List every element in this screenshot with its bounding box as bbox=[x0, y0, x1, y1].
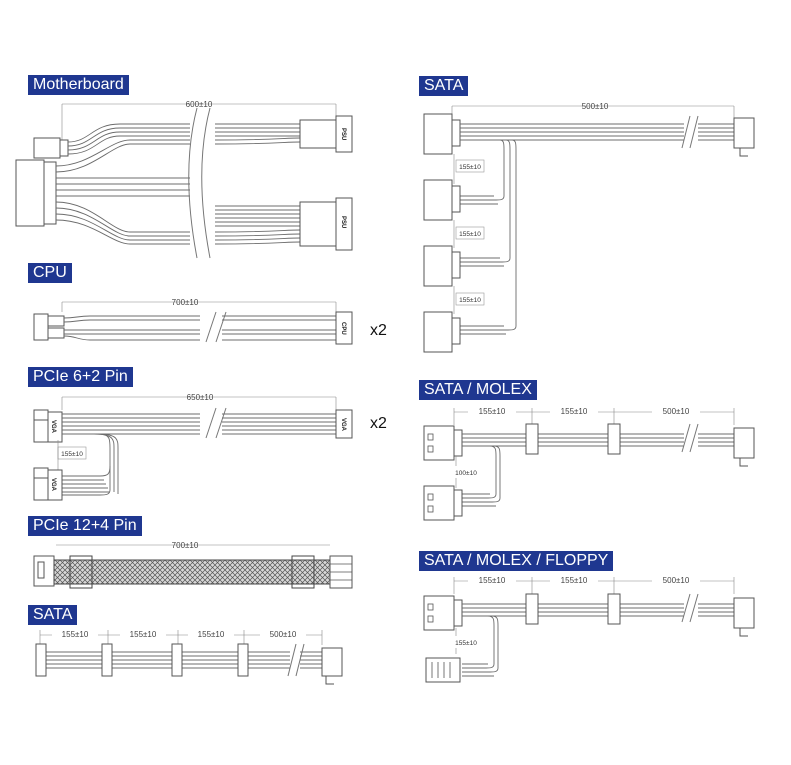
sata-left-connector-3 bbox=[171, 643, 183, 677]
sata-right-cable: 500±10 155±10 155±10 155±10 bbox=[423, 102, 755, 353]
motherboard-4pin-connector bbox=[33, 137, 61, 159]
sata-molex-seg3: 500±10 bbox=[663, 407, 690, 416]
motherboard-cable: 600±10 PSU P bbox=[15, 100, 353, 259]
smf-sata-connector-2 bbox=[607, 593, 621, 625]
smf-seg3: 500±10 bbox=[663, 576, 690, 585]
sata-left-psu-connector bbox=[321, 647, 343, 677]
sata-right-connector-3 bbox=[423, 245, 453, 287]
sata-right-split-2: 155±10 bbox=[459, 231, 481, 238]
pcie62-top-connector bbox=[47, 411, 63, 443]
motherboard-title: Motherboard bbox=[28, 75, 129, 95]
pcie124-title: PCIe 12+4 Pin bbox=[28, 516, 142, 536]
pcie62-cable: 650±10 VGA 155±10 VGA VGA x2 bbox=[33, 393, 387, 501]
sata-left-seg4: 500±10 bbox=[270, 630, 297, 639]
sata-molex-title: SATA / MOLEX bbox=[419, 380, 537, 400]
sata-molex-sata-connector-2 bbox=[607, 423, 621, 455]
smf-seg1: 155±10 bbox=[479, 576, 506, 585]
pcie62-split-length: 155±10 bbox=[61, 451, 83, 458]
sata-right-split-1: 155±10 bbox=[459, 164, 481, 171]
sata-left-connector-2 bbox=[101, 643, 113, 677]
sata-left-cable: 155±10 155±10 155±10 500±10 bbox=[35, 628, 343, 685]
smf-branch-length: 155±10 bbox=[455, 640, 477, 647]
sata-left-seg1: 155±10 bbox=[62, 630, 89, 639]
sata-left-connector-4 bbox=[237, 643, 249, 677]
sata-left-seg2: 155±10 bbox=[130, 630, 157, 639]
sata-molex-seg1: 155±10 bbox=[479, 407, 506, 416]
svg-text:PSU: PSU bbox=[340, 216, 346, 228]
motherboard-24pin-connector bbox=[15, 159, 45, 227]
sata-left-connector-1 bbox=[35, 643, 47, 677]
sata-right-connector-2 bbox=[423, 179, 453, 221]
cpu-cable: 700±10 CPU x2 bbox=[33, 298, 387, 345]
pcie124-length: 700±10 bbox=[172, 541, 199, 550]
sata-right-connector-1 bbox=[423, 113, 453, 155]
motherboard-length: 600±10 bbox=[186, 100, 213, 109]
sata-molex-cable: 155±10 155±10 500±10 100±10 bbox=[423, 405, 755, 521]
pcie62-multiplier: x2 bbox=[370, 415, 387, 432]
pcie62-length: 650±10 bbox=[187, 393, 214, 402]
sata-molex-molex-connector-1 bbox=[423, 425, 455, 461]
sata-molex-sata-connector-1 bbox=[525, 423, 539, 455]
sata-molex-branch-length: 100±10 bbox=[455, 470, 477, 477]
sata-molex-floppy-cable: 155±10 155±10 500±10 155±10 bbox=[423, 574, 755, 683]
sata-molex-molex-connector-2 bbox=[423, 485, 455, 521]
svg-text:CPU: CPU bbox=[340, 322, 346, 335]
pcie62-bottom-connector bbox=[47, 469, 63, 501]
svg-text:VGA: VGA bbox=[340, 418, 346, 432]
smf-molex-connector bbox=[423, 595, 455, 631]
sata-right-length: 500±10 bbox=[582, 102, 609, 111]
sata-left-seg3: 155±10 bbox=[198, 630, 225, 639]
sata-right-connector-4 bbox=[423, 311, 453, 353]
pcie62-title: PCIe 6+2 Pin bbox=[28, 367, 133, 387]
motherboard-psu-connector-lower bbox=[335, 197, 353, 251]
sata-left-title: SATA bbox=[28, 605, 78, 625]
pcie62-vga-connector bbox=[335, 409, 353, 439]
sata-right-split-3: 155±10 bbox=[459, 297, 481, 304]
sata-right-psu-connector bbox=[733, 117, 755, 149]
motherboard-psu-connector-upper bbox=[335, 115, 353, 153]
cpu-length: 700±10 bbox=[172, 298, 199, 307]
cpu-connector bbox=[335, 311, 353, 345]
svg-text:VGA: VGA bbox=[50, 478, 56, 492]
smf-sata-connector-1 bbox=[525, 593, 539, 625]
svg-text:VGA: VGA bbox=[50, 420, 56, 434]
sata-molex-psu-connector bbox=[733, 427, 755, 459]
cpu-eps-left-connector bbox=[33, 313, 49, 341]
sata-molex-seg2: 155±10 bbox=[561, 407, 588, 416]
smf-seg2: 155±10 bbox=[561, 576, 588, 585]
sata-molex-floppy-title: SATA / MOLEX / FLOPPY bbox=[419, 551, 614, 571]
smf-psu-connector bbox=[733, 597, 755, 629]
cpu-multiplier: x2 bbox=[370, 322, 387, 339]
sata-right-title: SATA bbox=[419, 76, 469, 96]
pcie124-cable: 700±10 bbox=[33, 541, 353, 589]
cpu-title: CPU bbox=[28, 263, 72, 283]
svg-text:PSU: PSU bbox=[340, 128, 346, 140]
smf-floppy-connector bbox=[425, 657, 461, 683]
